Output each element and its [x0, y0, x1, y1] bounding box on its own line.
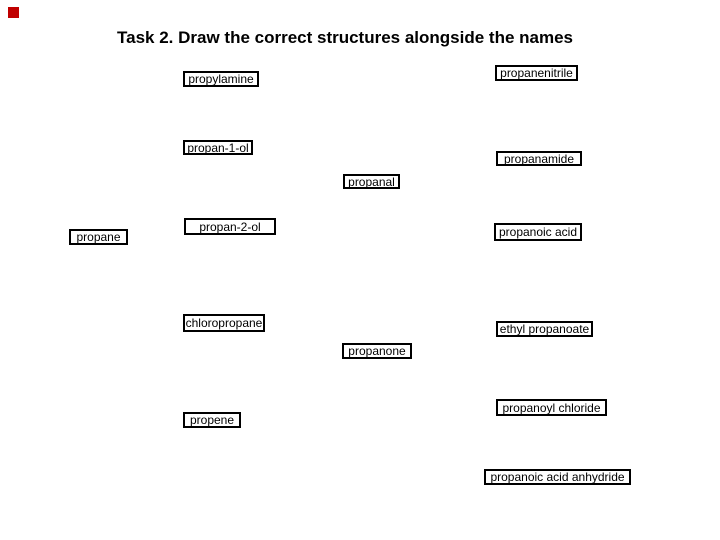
name-box-propan-2-ol: propan-2-ol — [184, 218, 276, 235]
name-box-propanoyl-chloride: propanoyl chloride — [496, 399, 607, 416]
page-title: Task 2. Draw the correct structures alon… — [117, 28, 574, 47]
red-square-icon — [8, 7, 19, 18]
name-box-propanone: propanone — [342, 343, 412, 359]
name-box-ethyl-propanoate: ethyl propanoate — [496, 321, 593, 337]
name-box-propanoic-acid-anhydride: propanoic acid anhydride — [484, 469, 631, 485]
name-box-propanoic-acid: propanoic acid — [494, 223, 582, 241]
name-box-propane: propane — [69, 229, 128, 245]
name-box-propanal: propanal — [343, 174, 400, 189]
name-box-propan-1-ol: propan-1-ol — [183, 140, 253, 155]
name-box-propylamine: propylamine — [183, 71, 259, 87]
name-box-propene: propene — [183, 412, 241, 428]
name-box-chloropropane: chloropropane — [183, 314, 265, 332]
name-box-propanenitrile: propanenitrile — [495, 65, 578, 81]
name-box-propanamide: propanamide — [496, 151, 582, 166]
